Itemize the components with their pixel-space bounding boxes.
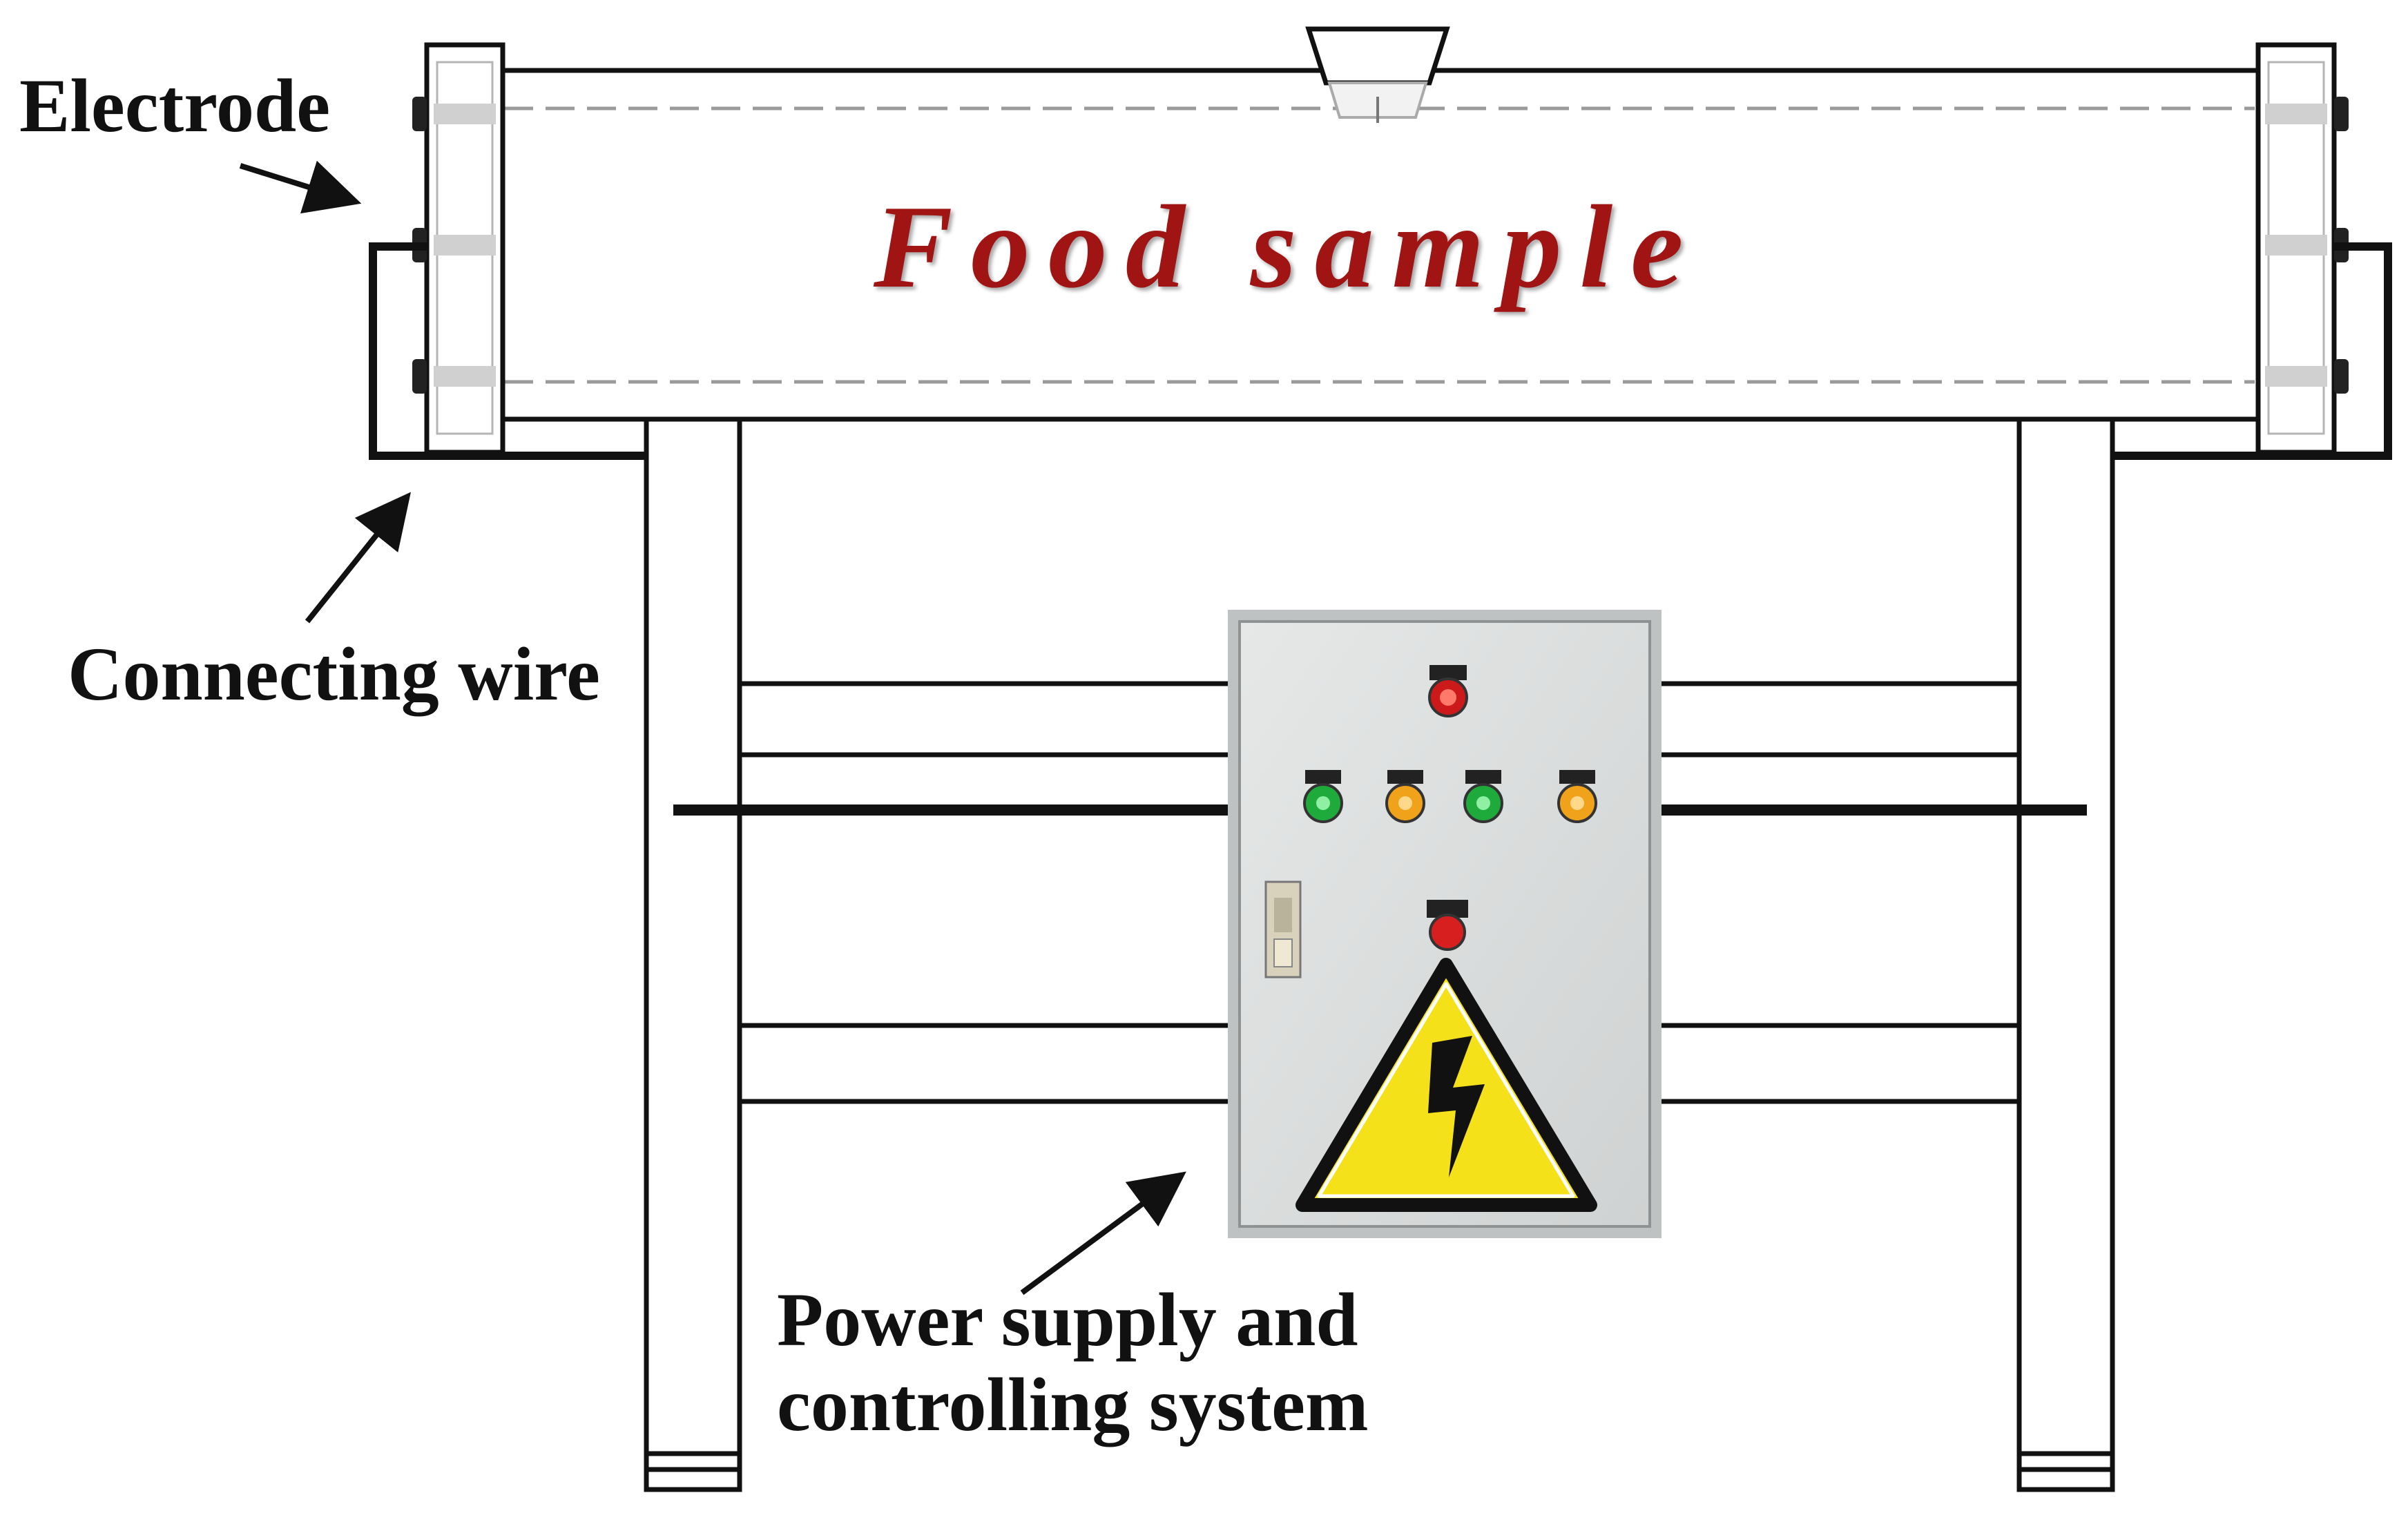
left-leg: [644, 244, 742, 1492]
red-push-button: [1427, 900, 1468, 951]
left-electrode: [412, 42, 505, 455]
orange-indicator-lamp: [1385, 770, 1425, 823]
callout-arrows: [239, 160, 1186, 1295]
right-connecting-wire: [2112, 242, 2392, 460]
orange-indicator-lamp: [1557, 770, 1597, 823]
door-handle: [1264, 880, 1302, 979]
power-supply-label: Power supply and controlling system: [777, 1278, 1369, 1447]
right-leg: [2016, 244, 2115, 1492]
sample-chamber: [427, 26, 2334, 422]
green-indicator-lamp: [1463, 770, 1503, 823]
red-indicator-lamp: [1428, 665, 1468, 717]
electrode-label: Electrode: [19, 64, 331, 148]
power-supply-label-line1: Power supply and: [777, 1278, 1358, 1362]
power-supply-arrow: [1020, 1171, 1186, 1295]
high-voltage-warning-icon: [1295, 958, 1597, 1212]
left-connecting-wire: [369, 242, 646, 460]
electrode-arrow: [239, 160, 362, 214]
control-cabinet: [1228, 610, 1661, 1238]
food-sample-label: Food sample: [874, 182, 1702, 313]
connecting-wire-label: Connecting wire: [68, 632, 600, 716]
green-indicator-lamp: [1303, 770, 1343, 823]
power-supply-label-line2: controlling system: [777, 1362, 1369, 1447]
connecting-wire-arrow: [305, 492, 411, 624]
sample-inlet: [1305, 26, 1450, 123]
